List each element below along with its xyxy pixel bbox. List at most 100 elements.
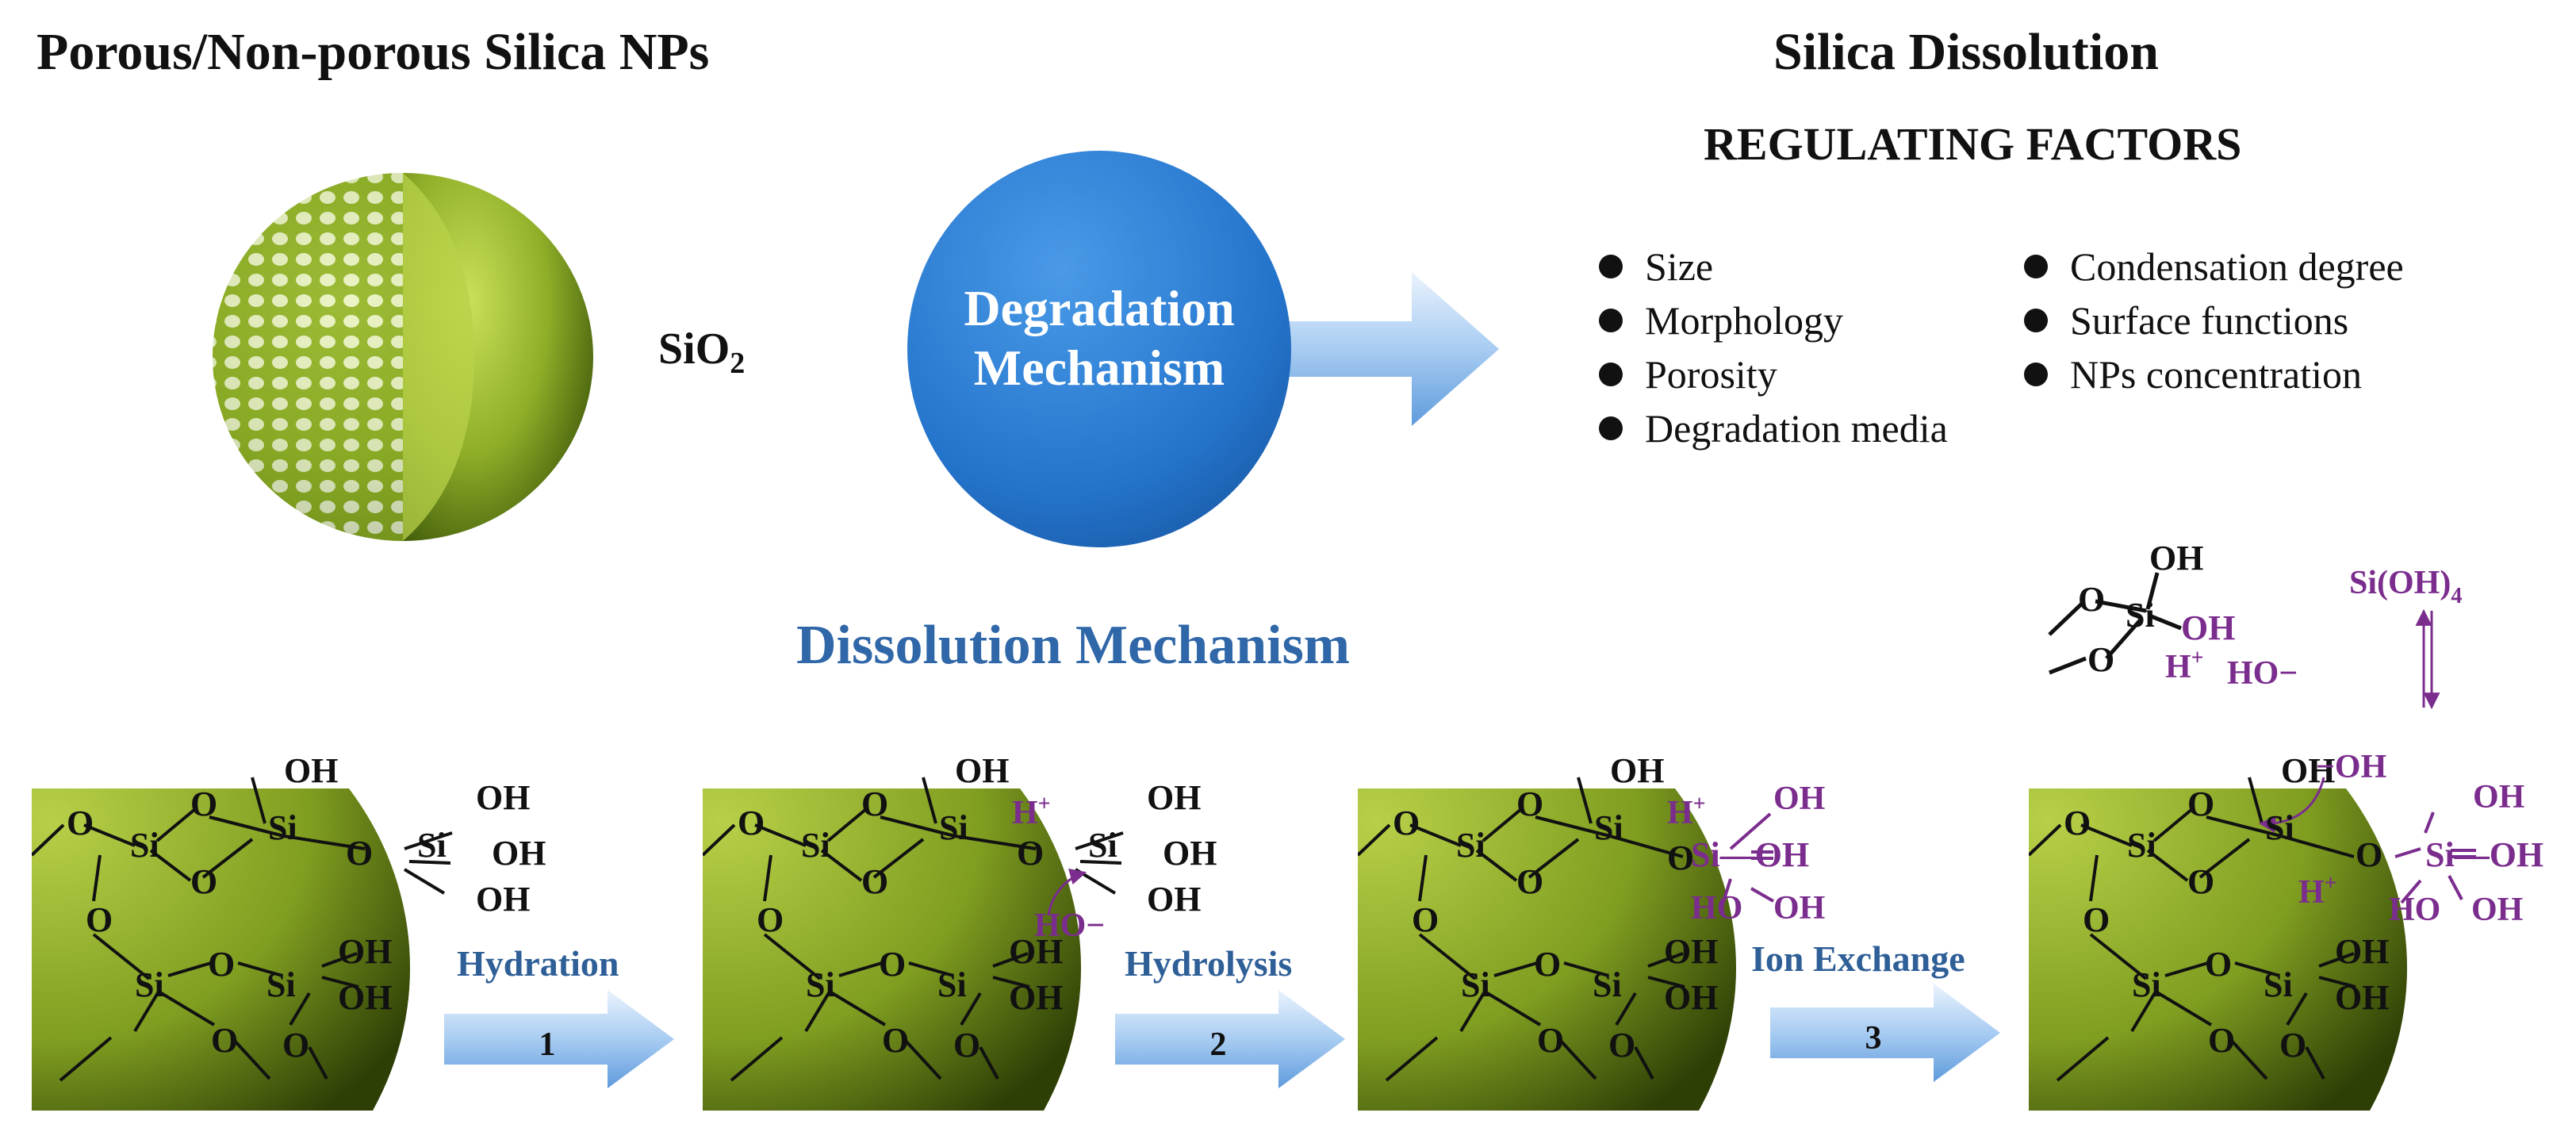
o-label: O: [2356, 835, 2382, 874]
step-3-arrow: 3: [1770, 984, 2000, 1082]
oh-label: OH: [1773, 890, 1825, 927]
o-label: O: [2064, 804, 2091, 842]
o-label: O: [882, 1021, 909, 1060]
oh-label: OH: [284, 751, 338, 790]
si-label: Si: [1456, 826, 1485, 865]
panel-2-surface: O Si O Si OH O O Si OH OH OH O Si O Si O…: [703, 751, 1217, 1111]
o-label: O: [953, 1026, 980, 1065]
si-label: Si: [801, 826, 830, 865]
factor-item: Porosity: [1599, 347, 1948, 401]
h-plus-label: H+: [1667, 792, 1706, 831]
panel-4-surface: O Si O Si OH O O O Si O Si OH OH O O −OH…: [2029, 749, 2543, 1111]
o-label: O: [282, 1026, 309, 1065]
o-label: O: [67, 804, 94, 842]
si-label: Si: [939, 808, 968, 847]
step-2-number: 2: [1210, 1026, 1227, 1063]
degradation-graphic: Degradation Mechanism: [907, 151, 1499, 547]
oh-label: OH: [1009, 978, 1063, 1017]
surface-quarter: [1358, 788, 1737, 1111]
si-label: Si: [266, 965, 296, 1004]
step-2-arrow: 2: [1115, 990, 1345, 1088]
o-label: O: [1412, 900, 1439, 939]
step-2-label: Hydrolysis: [1125, 943, 1293, 984]
si-label: Si: [417, 826, 447, 865]
oh-label: OH: [476, 778, 530, 817]
oh-label: OH: [1009, 932, 1063, 971]
o-label: O: [346, 834, 373, 873]
o-label: O: [86, 900, 113, 939]
bullet-icon: [1599, 416, 1623, 440]
dissolution-title: Dissolution Mechanism: [796, 615, 1351, 676]
panel-3-surface: O Si O Si OH O O O Si O Si OH OH O O H+ …: [1358, 751, 1825, 1111]
oh-label: OH: [476, 880, 530, 919]
silica-particle-illustration: [213, 173, 593, 541]
factor-item: NPs concentration: [2024, 347, 2404, 401]
oh-label: OH: [955, 751, 1009, 790]
o-label: O: [1017, 834, 1044, 873]
o-label: O: [1534, 945, 1561, 984]
h-plus-label: H+: [2298, 871, 2337, 911]
factors-left-list: Size Morphology Porosity Degradation med…: [1599, 240, 1948, 455]
surface-quarter: [2029, 788, 2408, 1111]
o-label: O: [1608, 1026, 1635, 1065]
oh-label: OH: [1147, 880, 1201, 919]
oh-label: OH: [2335, 932, 2389, 971]
oh-label: OH: [1610, 751, 1664, 790]
factor-item: Surface functions: [2024, 294, 2404, 347]
si-label: Si: [130, 826, 159, 865]
sio2-formula: SiO2: [658, 324, 746, 381]
si-oh4-label: Si(OH)4: [2349, 565, 2462, 608]
factors-heading: REGULATING FACTORS: [1704, 118, 2242, 170]
right-title: Silica Dissolution: [1773, 23, 2159, 81]
oh-minus-label: −OH: [2316, 749, 2386, 785]
o-label: O: [2279, 1026, 2306, 1065]
oh-label: OH: [2149, 539, 2203, 577]
ho-label: HO: [1691, 890, 1742, 927]
step-1-number: 1: [539, 1026, 556, 1063]
ho-minus-label: HO−: [2227, 655, 2298, 692]
si-label: Si: [135, 965, 164, 1004]
oh-label: OH: [338, 932, 392, 971]
oh-label: OH: [1147, 778, 1201, 817]
si-label: Si: [806, 965, 835, 1004]
step-1-arrow: 1: [444, 990, 674, 1088]
oh-label: OH: [1664, 932, 1718, 971]
o-label: O: [190, 862, 217, 901]
si-label: Si: [268, 808, 297, 847]
oh-label: OH: [1773, 781, 1825, 817]
degradation-line2: Mechanism: [974, 340, 1225, 396]
o-label: O: [2208, 1021, 2235, 1060]
o-label: O: [879, 945, 906, 984]
si-label: Si: [1461, 965, 1490, 1004]
si-label: Si: [937, 965, 967, 1004]
o-label: O: [1516, 785, 1543, 823]
h-plus-label: H+: [2165, 646, 2204, 685]
oh-label: OH: [1664, 978, 1718, 1017]
oh-label: OH: [338, 978, 392, 1017]
si-label: Si: [1593, 965, 1622, 1004]
o-label: O: [757, 900, 784, 939]
factor-item: Size: [1599, 240, 1948, 294]
factors-right-list: Condensation degree Surface functions NP…: [2024, 240, 2404, 401]
o-label: O: [208, 945, 235, 984]
bullet-icon: [1599, 309, 1623, 332]
si-oh-label: Si—OH: [2425, 835, 2543, 874]
oh-label: OH: [2473, 779, 2524, 815]
surface-quarter: [703, 788, 1082, 1111]
surface-quarter: [32, 788, 411, 1111]
si-label: Si: [2264, 965, 2293, 1004]
step-1-label: Hydration: [457, 943, 619, 984]
o-label: O: [2187, 862, 2214, 901]
degradation-arrow: [1261, 272, 1499, 426]
ho-minus-label: HO−: [1034, 907, 1105, 944]
panel-1-surface: O Si O Si OH O O Si OH OH OH O Si O Si O…: [32, 751, 546, 1111]
o-label: O: [2187, 785, 2214, 823]
si-label: Si: [2126, 596, 2155, 635]
si-label: Si: [2132, 965, 2161, 1004]
oh-label: OH: [492, 834, 546, 873]
oh-label: OH: [2335, 978, 2389, 1017]
o-label: O: [861, 785, 888, 823]
ho-label: HO: [2389, 892, 2440, 928]
o-label: O: [738, 804, 765, 842]
factor-item: Morphology: [1599, 294, 1948, 347]
